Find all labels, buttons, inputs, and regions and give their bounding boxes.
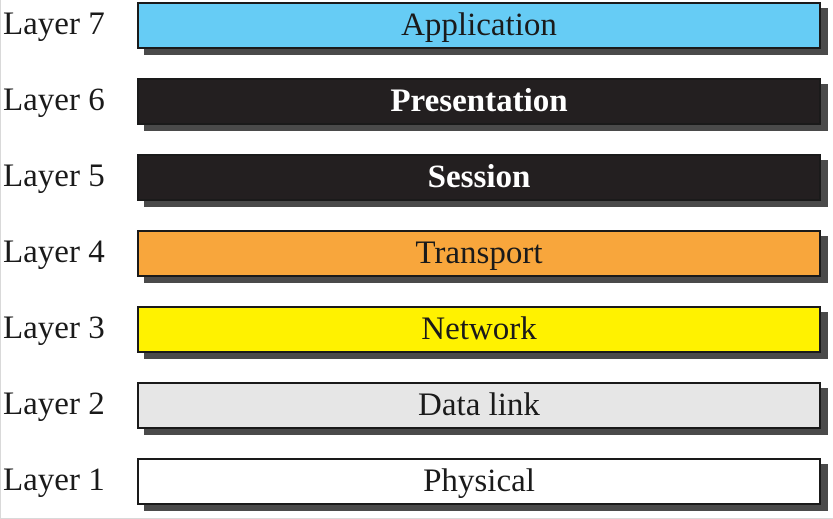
layer-label: Layer 2: [3, 386, 105, 422]
layer-label: Layer 1: [3, 462, 105, 498]
layer-row-3: Layer 3 Network: [1, 304, 833, 360]
layer-row-4: Layer 4 Transport: [1, 228, 833, 284]
layer-label: Layer 3: [3, 310, 105, 346]
layer-label: Layer 4: [3, 234, 105, 270]
layer-row-1: Layer 1 Physical: [1, 456, 833, 512]
layer-box-data-link: Data link: [137, 382, 821, 429]
layer-box-network: Network: [137, 306, 821, 353]
layer-box-application: Application: [137, 2, 821, 49]
layer-label: Layer 6: [3, 82, 105, 118]
layer-label: Layer 7: [3, 6, 105, 42]
layer-box-physical: Physical: [137, 458, 821, 505]
layer-row-2: Layer 2 Data link: [1, 380, 833, 436]
layer-box-presentation: Presentation: [137, 78, 821, 125]
layer-row-6: Layer 6 Presentation: [1, 76, 833, 132]
layer-row-5: Layer 5 Session: [1, 152, 833, 208]
layer-box-transport: Transport: [137, 230, 821, 277]
layer-label: Layer 5: [3, 158, 105, 194]
layer-row-7: Layer 7 Application: [1, 0, 833, 56]
layer-box-session: Session: [137, 154, 821, 201]
